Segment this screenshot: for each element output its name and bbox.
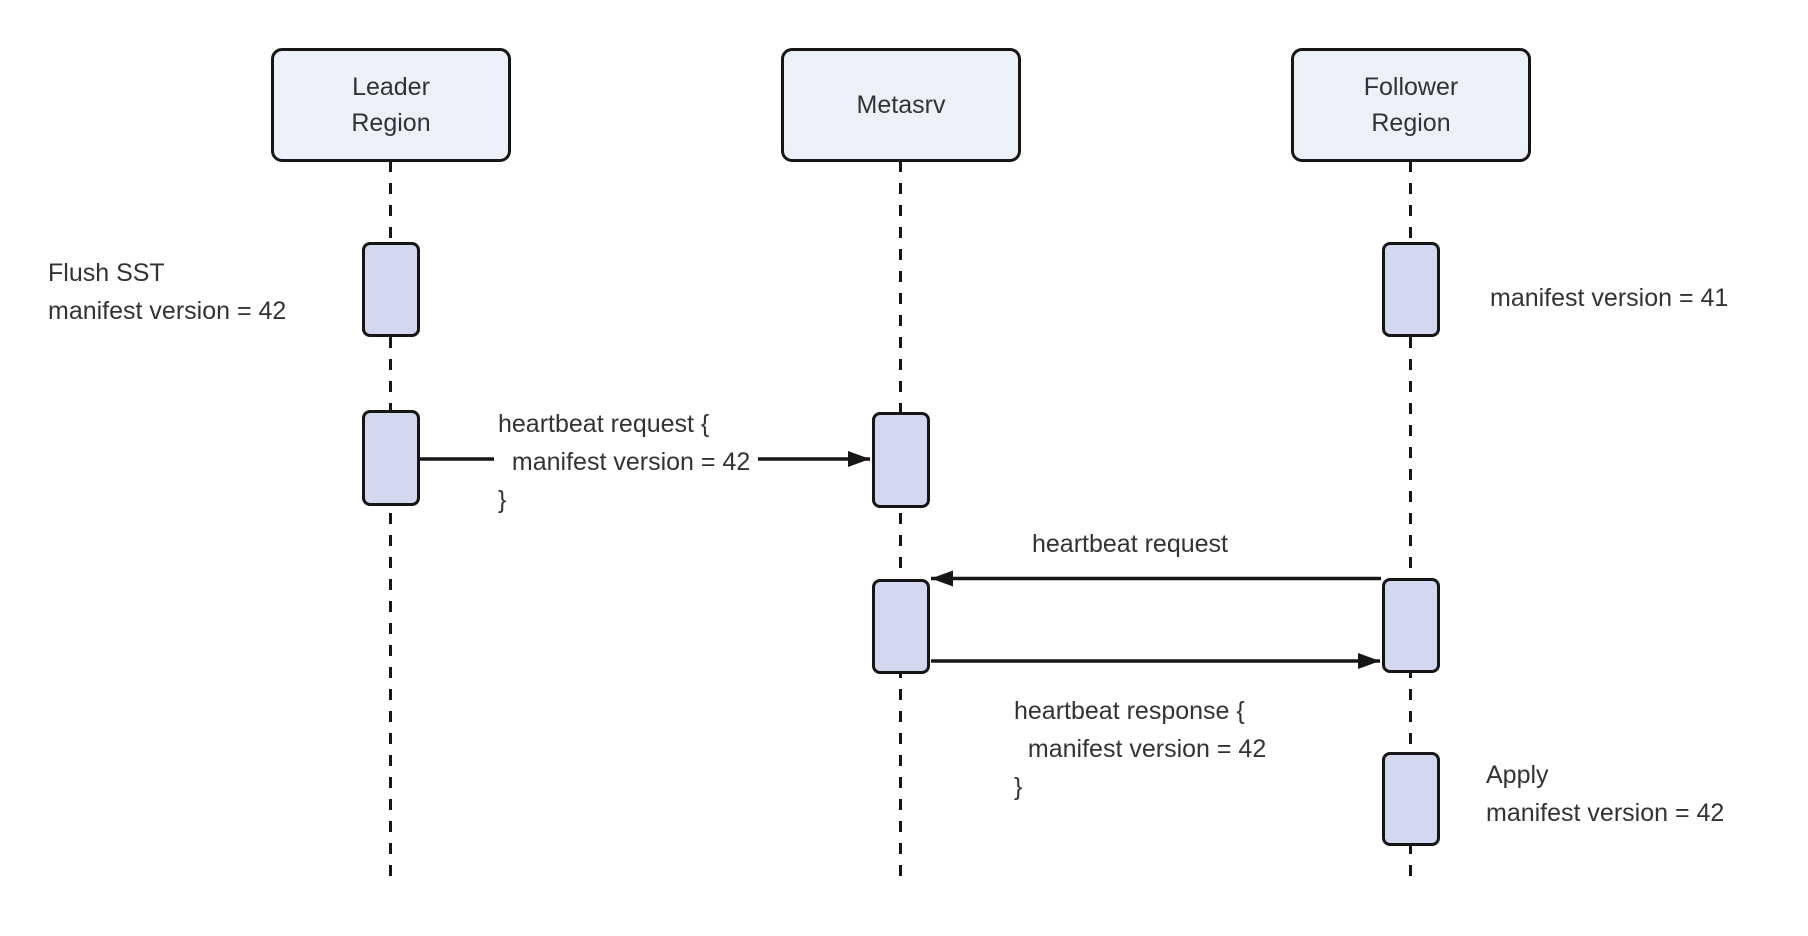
lifeline-follower-region <box>1409 161 1412 880</box>
message-label-follower-heartbeat-request: heartbeat request <box>1032 530 1228 558</box>
message-label-heartbeat-response: heartbeat response { manifest version = … <box>1010 692 1275 806</box>
activation-leader-flush <box>362 242 420 337</box>
message-label-leader-heartbeat-request: heartbeat request { manifest version = 4… <box>494 405 759 519</box>
participant-metasrv: Metasrv <box>781 48 1021 162</box>
participant-leader-region: Leader Region <box>271 48 511 162</box>
lifeline-metasrv <box>899 161 902 880</box>
note-follower-manifest-41: manifest version = 41 <box>1490 284 1729 312</box>
activation-metasrv-follower-hb <box>872 579 930 674</box>
note-leader-flush-sst: Flush SST manifest version = 42 <box>48 259 287 325</box>
activation-follower-apply <box>1382 752 1440 846</box>
note-follower-apply: Apply manifest version = 42 <box>1486 761 1725 827</box>
activation-metasrv-leader-hb <box>872 412 930 508</box>
activation-follower-heartbeat <box>1382 578 1440 673</box>
lifeline-leader-region <box>389 161 392 880</box>
activation-leader-heartbeat <box>362 410 420 506</box>
participant-follower-region: Follower Region <box>1291 48 1531 162</box>
activation-follower-initial <box>1382 242 1440 337</box>
